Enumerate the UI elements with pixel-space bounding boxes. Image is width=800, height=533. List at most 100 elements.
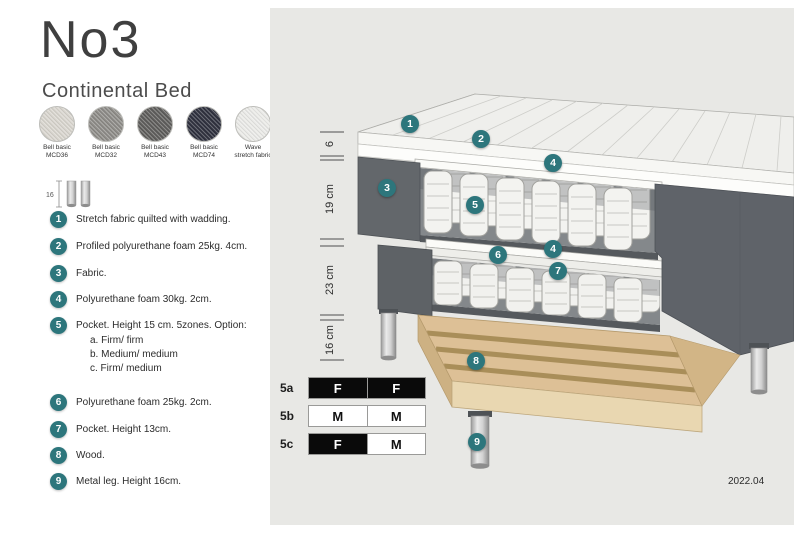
swatch-label-line2: MCD36	[45, 152, 69, 160]
legend-sub-option-b: b. Medium/ medium	[90, 349, 178, 360]
legend-text: Pocket. Height 15 cm. 5zones. Option:	[76, 319, 247, 331]
legend-item-9: 9 Metal leg. Height 16cm.	[50, 472, 181, 490]
legend-text: Wood.	[76, 449, 105, 461]
diagram-badge-7: 7	[549, 262, 567, 280]
fabric-swatch-circle	[39, 106, 75, 142]
firmness-cell: M	[366, 434, 425, 454]
dimension-label-upper-tier: 19 cm	[324, 184, 336, 214]
leg-height-thumbnail: 16	[46, 180, 91, 208]
legend-text: Stretch fabric quilted with wadding.	[76, 213, 231, 225]
swatch-label-line1: Wave	[244, 144, 262, 151]
swatch-label-line2: MCD43	[143, 152, 167, 160]
fabric-swatch-circle	[235, 106, 271, 142]
lower-pocket-springs	[430, 258, 660, 325]
leg-thumb-cylinders	[66, 180, 91, 208]
legend-number-badge: 5	[50, 316, 67, 334]
legend-number-badge: 3	[50, 264, 67, 282]
swatch-label-line2: MCD74	[192, 152, 216, 160]
fabric-covered-side-lower	[377, 244, 433, 317]
firmness-box: F M	[308, 433, 426, 455]
diagram-badge-9: 9	[468, 433, 486, 451]
legend-item-7: 7 Pocket. Height 13cm.	[50, 420, 171, 438]
firmness-row-5c: 5c F M	[280, 433, 426, 455]
legend-text: Profiled polyurethane foam 25kg. 4cm.	[76, 240, 248, 252]
legend-number-badge: 7	[50, 420, 67, 438]
legend-text: Pocket. Height 13cm.	[76, 423, 172, 435]
diagram-panel: 6 19 cm 23 cm 16 cm 1 2 4 3 5 4 6 7 8 9 …	[270, 8, 794, 525]
diagram-badge-3: 3	[378, 179, 396, 197]
firmness-cell: F	[309, 378, 367, 398]
legend-text: Polyurethane foam 25kg. 2cm.	[76, 396, 212, 408]
lower-tier-bottom-edge	[430, 304, 660, 332]
fabric-swatch-circle	[186, 106, 222, 142]
swatch-label-line1: Bell basic	[92, 144, 120, 151]
diagram-badge-6: 6	[489, 246, 507, 264]
legend-item-2: 2 Profiled polyurethane foam 25kg. 4cm.	[50, 237, 247, 255]
stretch-fabric-edge	[357, 131, 794, 186]
legend-number-badge: 1	[50, 210, 67, 228]
firmness-cell: M	[366, 406, 425, 426]
firmness-row-5b: 5b M M	[280, 405, 426, 427]
swatch-label-line1: Bell basic	[43, 144, 71, 151]
legend-number-badge: 8	[50, 446, 67, 464]
swatch-label-line1: Bell basic	[190, 144, 218, 151]
firmness-box: M M	[308, 405, 426, 427]
legend-text: Fabric.	[76, 267, 107, 279]
fabric-swatch-circle	[137, 106, 173, 142]
firmness-row-label: 5b	[280, 409, 295, 423]
version-stamp: 2022.04	[728, 476, 765, 487]
dimension-label-legs: 16 cm	[324, 325, 336, 355]
fabric-covered-corner	[654, 183, 794, 356]
legend-number-badge: 9	[50, 472, 67, 490]
page-title: No3	[40, 11, 142, 69]
leg-thumb-measure-label: 16	[46, 192, 54, 199]
diagram-badge-4b: 4	[544, 240, 562, 258]
swatch-label-line1: Bell basic	[141, 144, 169, 151]
legend-sub-options: a. Firm/ firm b. Medium/ medium c. Firm/…	[90, 334, 178, 376]
diagram-badge-8: 8	[467, 352, 485, 370]
legend-item-8: 8 Wood.	[50, 446, 105, 464]
firmness-row-label: 5c	[280, 437, 294, 451]
legend-sub-option-c: c. Firm/ medium	[90, 363, 162, 374]
top-mattress	[357, 93, 794, 198]
bed-cross-section-illustration	[320, 93, 794, 469]
swatch-label-line2: MCD32	[94, 152, 118, 160]
fabric-covered-side-upper	[357, 156, 421, 242]
upper-pocket-springs	[420, 168, 658, 253]
legend-item-5: 5 Pocket. Height 15 cm. 5zones. Option:	[50, 316, 247, 334]
page-subtitle: Continental Bed	[42, 80, 192, 102]
diagram-badge-2: 2	[472, 130, 490, 148]
firmness-row-5a: 5a F F	[280, 377, 426, 399]
legend-item-1: 1 Stretch fabric quilted with wadding.	[50, 210, 231, 228]
fabric-swatch-circle	[88, 106, 124, 142]
legend-item-6: 6 Polyurethane foam 25kg. 2cm.	[50, 393, 212, 411]
measure-bracket	[56, 180, 62, 208]
firmness-row-label: 5a	[280, 381, 294, 395]
diagram-badge-4a: 4	[544, 154, 562, 172]
legend-number-badge: 2	[50, 237, 67, 255]
dimension-label-mattress: 6	[324, 140, 336, 148]
legend-number-badge: 6	[50, 393, 67, 411]
legend-item-4: 4 Polyurethane foam 30kg. 2cm.	[50, 290, 212, 308]
diagram-badge-1: 1	[401, 115, 419, 133]
quilting-lines	[392, 95, 782, 172]
firmness-cell: F	[309, 434, 367, 454]
profiled-foam-edge	[357, 143, 794, 198]
dimension-ticks	[320, 131, 344, 361]
firmness-cell: M	[309, 406, 367, 426]
legend-sub-option-a: a. Firm/ firm	[90, 335, 144, 346]
diagram-badge-5: 5	[466, 196, 484, 214]
legend-text: Polyurethane foam 30kg. 2cm.	[76, 293, 212, 305]
legend-text: Metal leg. Height 16cm.	[76, 475, 182, 487]
firmness-cell: F	[366, 378, 425, 398]
